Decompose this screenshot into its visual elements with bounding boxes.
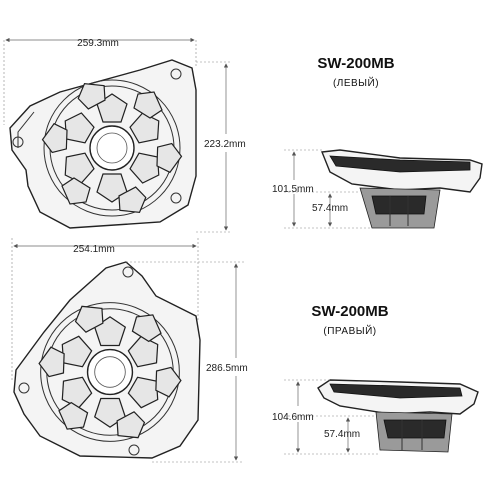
left-height-dimension: 223.2mm (204, 139, 246, 150)
right-profile-height-dimension: 104.6mm (272, 412, 314, 423)
right-speaker-front-view (13, 261, 201, 459)
right-model-title: SW-200MB (311, 303, 388, 320)
mounting-hole-icon (170, 192, 182, 204)
mounting-hole-icon (170, 68, 182, 80)
right-speaker-side-view (317, 379, 479, 453)
left-width-dimension: 259.3mm (77, 38, 119, 49)
left-profile-depth-dimension: 57.4mm (312, 203, 348, 214)
mounting-hole-icon (18, 382, 30, 394)
left-speaker-front-view (9, 59, 197, 229)
right-profile-depth-dimension: 57.4mm (324, 429, 360, 440)
left-speaker-side-view (321, 149, 483, 229)
left-side-label: (ЛЕВЫЙ) (333, 76, 379, 89)
mounting-hole-icon (128, 444, 140, 456)
left-model-title: SW-200MB (317, 55, 394, 72)
left-profile-height-dimension: 101.5mm (272, 184, 314, 195)
mounting-hole-icon (122, 266, 134, 278)
right-width-dimension: 254.1mm (73, 244, 115, 255)
mounting-hole-icon (12, 136, 24, 148)
right-side-label: (ПРАВЫЙ) (323, 324, 376, 337)
right-height-dimension: 286.5mm (206, 363, 248, 374)
